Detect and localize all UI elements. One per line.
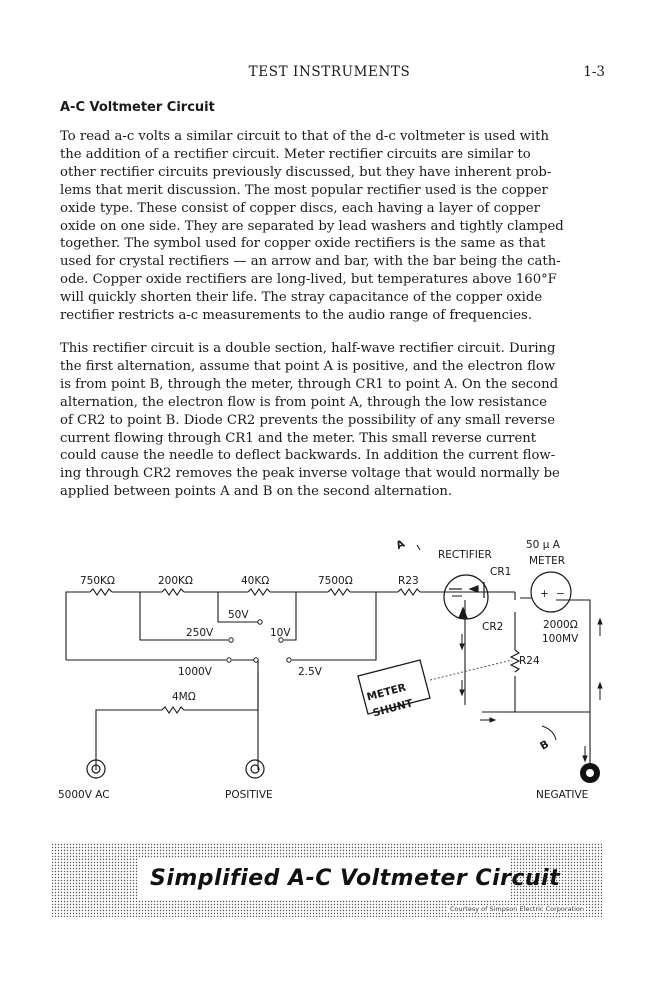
terminal-5000v-ac: [86, 759, 106, 779]
text-line: This rectifier circuit is a double secti…: [60, 341, 556, 356]
terminal-positive: [245, 759, 265, 779]
figure-caption: Simplified A-C Voltmeter Circuit: [150, 866, 561, 891]
label-100mv: 100MV: [542, 633, 579, 645]
text-line: other rectifier circuits previously disc…: [60, 164, 552, 180]
label-7500: 7500Ω: [318, 575, 353, 587]
label-40k: 40KΩ: [241, 575, 269, 587]
text-line: of CR2 to point B. Diode CR2 prevents th…: [60, 412, 556, 428]
figure-credit: Courtesy of Simpson Electric Corporation: [448, 905, 586, 913]
label-200k: 200KΩ: [158, 575, 193, 587]
label-cr2: CR2: [482, 621, 503, 633]
label-negative: NEGATIVE: [536, 789, 588, 801]
paragraph-half-wave: This rectifier circuit is a double secti…: [60, 340, 604, 501]
text-line: rectifier restricts a-c measurements to …: [60, 308, 533, 324]
label-meter: METER: [529, 555, 565, 567]
text-line: oxide type. These consist of copper disc…: [60, 200, 540, 216]
text-line: current flowing through CR1 and the mete…: [60, 430, 537, 446]
text-line: lems that merit discussion. The most pop…: [60, 182, 548, 198]
label-1000v: 1000V: [178, 666, 213, 678]
text-line: will quickly shorten their life. The str…: [60, 290, 543, 306]
text-line: applied between points A and B on the se…: [60, 484, 453, 500]
running-header: TEST INSTRUMENTS: [248, 64, 411, 80]
label-750k: 750KΩ: [80, 575, 115, 587]
label-rectifier: RECTIFIER: [438, 549, 492, 561]
paragraph-rectifier-intro: To read a-c volts a similar circuit to t…: [60, 128, 604, 325]
label-4m: 4MΩ: [172, 691, 196, 703]
label-5000v-ac: 5000V AC: [58, 789, 110, 801]
label-50v: 50V: [228, 609, 249, 621]
meter-shunt-tag: [357, 659, 513, 715]
text-line: oxide on one side. They are separated by…: [60, 218, 564, 234]
rectifier-cr1: [443, 574, 489, 620]
meter-plus: +: [540, 588, 549, 600]
label-point-b: B: [538, 738, 551, 752]
text-line: could cause the needle to deflect backwa…: [60, 448, 556, 464]
text-line: together. The symbol used for copper oxi…: [60, 236, 546, 252]
label-positive: POSITIVE: [225, 789, 273, 801]
label-r23: R23: [398, 575, 419, 587]
section-heading: A-C Voltmeter Circuit: [60, 100, 215, 115]
text-line: ode. Copper oxide rectifiers are long-li…: [60, 272, 557, 288]
text-line: is from point B, through the meter, thro…: [60, 376, 559, 392]
label-meter-rating: 50 µ A: [526, 539, 561, 551]
text-line: the addition of a rectifier circuit. Met…: [60, 146, 531, 162]
text-line: used for crystal rectifiers — an arrow a…: [60, 254, 561, 270]
range-switch-contacts: [226, 619, 292, 663]
meter-minus: −: [556, 588, 565, 600]
text-line: alternation, the electron flow is from p…: [60, 394, 547, 410]
terminal-negative: [580, 763, 600, 783]
label-cr1: CR1: [490, 566, 511, 578]
text-line: the first alternation, assume that point…: [60, 358, 556, 374]
text-line: To read a-c volts a similar circuit to t…: [60, 129, 549, 144]
label-250v: 250V: [186, 627, 214, 639]
label-r24: R24: [519, 655, 540, 667]
circuit-wires: [65, 588, 591, 770]
label-10v: 10V: [270, 627, 291, 639]
page-number: 1-3: [583, 64, 605, 80]
label-2-5v: 2.5V: [298, 666, 323, 678]
label-point-a: A: [394, 537, 407, 552]
microammeter: [530, 571, 572, 613]
current-flow-arrows: [416, 544, 603, 763]
label-2000-ohm: 2000Ω: [543, 619, 578, 631]
text-line: ing through CR2 removes the peak inverse…: [60, 466, 560, 482]
caption-frame: [138, 858, 510, 900]
